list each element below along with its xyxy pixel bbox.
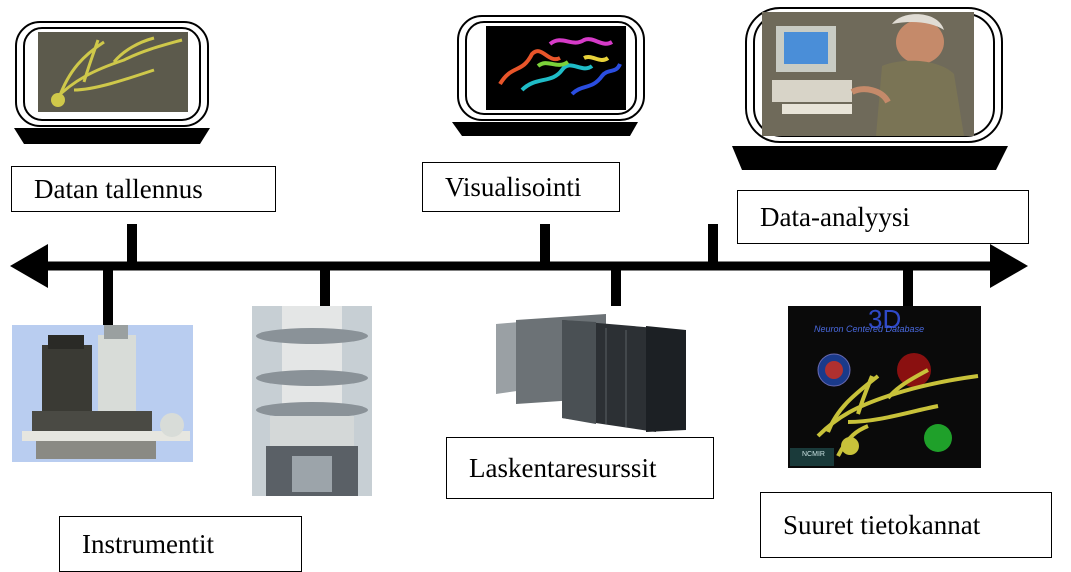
laptop-recording-illustration (14, 21, 210, 144)
database-subtitle: Neuron Centered Database (814, 324, 925, 334)
tick-instruments (103, 266, 113, 328)
label-visualization: Visualisointi (422, 162, 620, 212)
database-logo-text: NCMIR (802, 451, 825, 458)
tick-databases (903, 266, 913, 306)
label-recording: Datan tallennus (11, 166, 276, 212)
tick-computing (611, 266, 621, 306)
laptop-visualization-illustration (452, 15, 645, 136)
nmr-magnet-illustration (252, 306, 372, 496)
tick-nmr (320, 266, 330, 306)
tick-recording (127, 224, 137, 266)
tick-visualization (540, 224, 550, 266)
laptop-analysis-illustration (732, 7, 1008, 170)
database-illustration: 3D Neuron Centered Database NCMIR (788, 306, 981, 468)
database-title: 3D (868, 306, 902, 334)
label-analysis: Data-analyysi (737, 190, 1029, 244)
microscope-illustration (12, 325, 193, 462)
label-computing: Laskentaresurssit (446, 437, 714, 499)
label-instruments: Instrumentit (59, 516, 302, 572)
label-databases: Suuret tietokannat (760, 492, 1052, 558)
tick-analysis (708, 224, 718, 266)
supercomputer-illustration (496, 314, 686, 432)
